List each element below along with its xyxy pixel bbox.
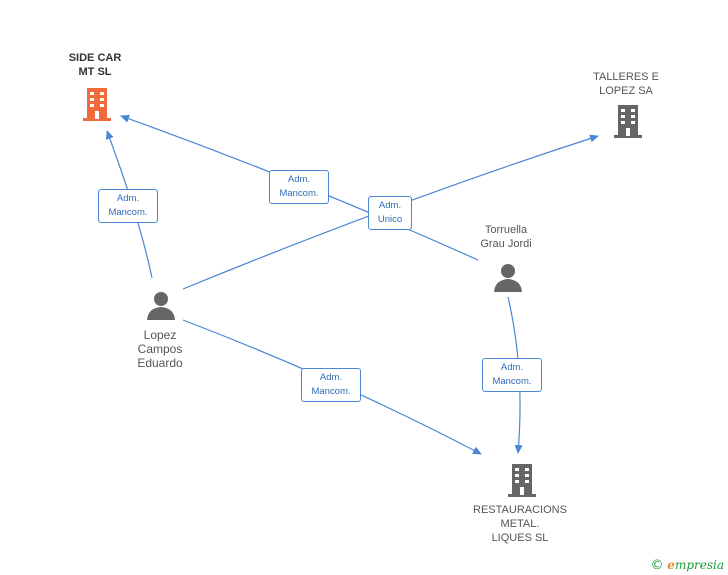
- node-label-restauracions[interactable]: RESTAURACIONS METAL. LIQUES SL: [473, 504, 567, 544]
- node-label-torruella[interactable]: Torruella Grau Jordi: [480, 224, 532, 250]
- node-label-talleres[interactable]: TALLERES E LOPEZ SA: [593, 71, 659, 97]
- edge-badge-torruella-restauracions: Adm. Mancom.: [482, 358, 542, 392]
- node-label-lopez[interactable]: Lopez Campos Eduardo: [137, 328, 183, 370]
- node-label-side-car[interactable]: SIDE CAR MT SL: [68, 52, 122, 78]
- edge-badge-torruella-sidecar: Adm. Mancom.: [269, 170, 329, 204]
- empresia-watermark: © empresia: [650, 558, 724, 573]
- building-icon[interactable]: [82, 87, 112, 121]
- edge-badge-lopez-sidecar: Adm. Mancom.: [98, 189, 158, 223]
- building-icon[interactable]: [507, 463, 537, 497]
- brand-name: mpresia: [674, 558, 724, 572]
- edge-badge-lopez-talleres: Adm. Unico: [368, 196, 412, 230]
- edge-badge-lopez-restauracions: Adm. Mancom.: [301, 368, 361, 402]
- building-icon[interactable]: [613, 104, 643, 138]
- copyright-symbol: ©: [650, 558, 664, 573]
- person-icon[interactable]: [146, 291, 176, 321]
- brand-letter: e: [667, 558, 675, 572]
- person-icon[interactable]: [493, 263, 523, 293]
